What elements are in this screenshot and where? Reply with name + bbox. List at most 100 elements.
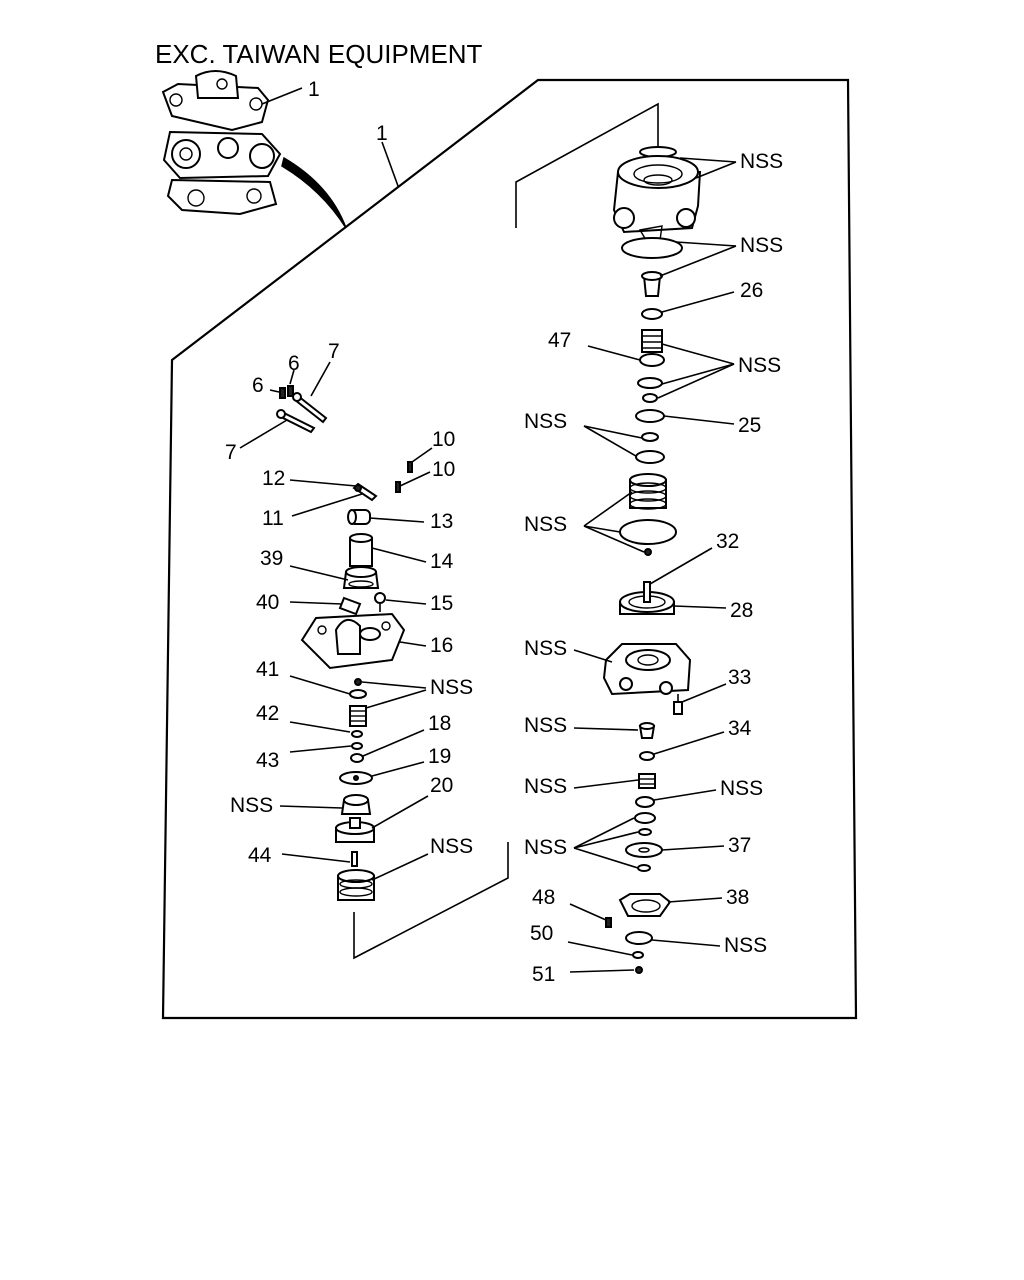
part-nss-spring-small <box>641 329 663 353</box>
callout-nss-right-4: NSS <box>524 410 567 433</box>
part-10-pin-b <box>395 481 401 493</box>
callout-51: 51 <box>532 963 555 986</box>
assembled-valve-illustration <box>161 70 347 229</box>
callout-39: 39 <box>260 547 283 570</box>
callout-25: 25 <box>738 414 761 437</box>
part-16-housing <box>300 612 406 670</box>
callout-nss-right-6: NSS <box>524 637 567 660</box>
callout-1-thumbnail: 1 <box>308 78 320 101</box>
part-nss-piston <box>340 794 372 815</box>
part-15-screw <box>374 592 386 612</box>
callout-1-frame: 1 <box>376 122 388 145</box>
part-nss-large-ring <box>619 519 677 545</box>
callout-10-upper: 10 <box>432 428 455 451</box>
callout-44: 44 <box>248 844 272 867</box>
callout-nss-right-9: NSS <box>720 777 763 800</box>
part-nss-spring-assembly <box>337 869 375 901</box>
callout-6-lower: 6 <box>252 374 264 397</box>
part-11-12-screw <box>352 482 378 502</box>
callout-33: 33 <box>728 666 751 689</box>
part-28-piston <box>619 581 675 615</box>
callout-37: 37 <box>728 834 751 857</box>
part-26-washer <box>641 308 663 320</box>
part-44-pin <box>351 851 358 867</box>
callout-13: 13 <box>430 510 453 533</box>
part-nss-o-ring-c <box>641 432 659 442</box>
callout-nss-left-3: NSS <box>430 835 473 858</box>
top-bracket <box>515 102 659 228</box>
callout-28: 28 <box>730 599 753 622</box>
part-40-pin <box>338 596 362 616</box>
part-nss-upper-housing <box>612 155 702 241</box>
part-37-diaphragm <box>625 842 663 858</box>
part-nss-gasket <box>621 237 683 259</box>
callout-7-lower: 7 <box>225 441 237 464</box>
part-13-plunger <box>347 509 371 525</box>
callout-16: 16 <box>430 634 453 657</box>
part-nss-lower-housing <box>602 643 692 696</box>
part-nss-ring-a <box>349 689 367 699</box>
part-nss-o-ring-g <box>637 864 651 872</box>
callout-14: 14 <box>430 550 454 573</box>
part-41-ball <box>354 678 362 686</box>
part-38-cover <box>618 893 672 917</box>
part-20-piston <box>335 817 375 843</box>
part-nss-spring-large <box>629 473 667 510</box>
callout-48: 48 <box>532 886 555 909</box>
part-nss-o-ring-d <box>635 450 665 464</box>
callout-12: 12 <box>262 467 285 490</box>
callout-50: 50 <box>530 922 553 945</box>
part-nss-seat-lower <box>635 796 655 808</box>
callout-nss-right-8: NSS <box>524 775 567 798</box>
part-nss-spring-lower <box>638 773 656 789</box>
callout-20: 20 <box>430 774 453 797</box>
part-nss-plug <box>638 722 656 739</box>
assembly-frame <box>161 78 858 1020</box>
callout-nss-right-1: NSS <box>740 150 783 173</box>
part-14-cup <box>349 533 373 567</box>
callout-32: 32 <box>716 530 739 553</box>
callout-6-upper: 6 <box>288 352 300 375</box>
callout-nss-left-2: NSS <box>230 794 273 817</box>
part-34-washer <box>639 751 655 761</box>
bottom-bracket <box>353 842 509 960</box>
callout-38: 38 <box>726 886 749 909</box>
part-47-seat <box>639 353 665 367</box>
part-50-washer <box>632 951 644 959</box>
part-33-screw <box>673 694 683 715</box>
part-42-spring <box>349 705 367 727</box>
callout-10-lower: 10 <box>432 458 455 481</box>
callout-43: 43 <box>256 749 279 772</box>
callout-42: 42 <box>256 702 279 725</box>
callout-40: 40 <box>256 591 279 614</box>
part-39-seal <box>342 566 380 589</box>
part-6-screws <box>279 385 294 399</box>
callout-nss-right-11: NSS <box>724 934 767 957</box>
part-nss-o-ring-a <box>637 377 663 389</box>
diagram-title: EXC. TAIWAN EQUIPMENT <box>155 39 483 69</box>
part-7-bolts <box>276 392 328 434</box>
part-10-pin-a <box>407 461 413 473</box>
callout-19: 19 <box>428 745 451 768</box>
part-25-washer <box>635 409 665 423</box>
part-18-washer <box>350 753 364 763</box>
callout-nss-right-3: NSS <box>738 354 781 377</box>
part-nss-valve-stem <box>641 271 663 297</box>
part-nss-o-ring-f <box>638 828 652 836</box>
callout-nss-right-5: NSS <box>524 513 567 536</box>
callout-nss-right-10: NSS <box>524 836 567 859</box>
part-nss-o-ring-b <box>642 393 658 403</box>
callout-nss-right-2: NSS <box>740 234 783 257</box>
part-nss-o-ring-e <box>634 812 656 824</box>
callout-7-upper: 7 <box>328 340 340 363</box>
callout-18: 18 <box>428 712 451 735</box>
callout-47: 47 <box>548 329 571 352</box>
part-51-nut <box>635 966 643 974</box>
callout-26: 26 <box>740 279 763 302</box>
callout-41: 41 <box>256 658 279 681</box>
part-nss-plate <box>625 931 653 945</box>
part-43-washer-b <box>351 742 363 750</box>
part-nss-small-dot <box>644 548 652 556</box>
part-48-screw <box>605 917 612 928</box>
callout-11: 11 <box>262 507 284 530</box>
